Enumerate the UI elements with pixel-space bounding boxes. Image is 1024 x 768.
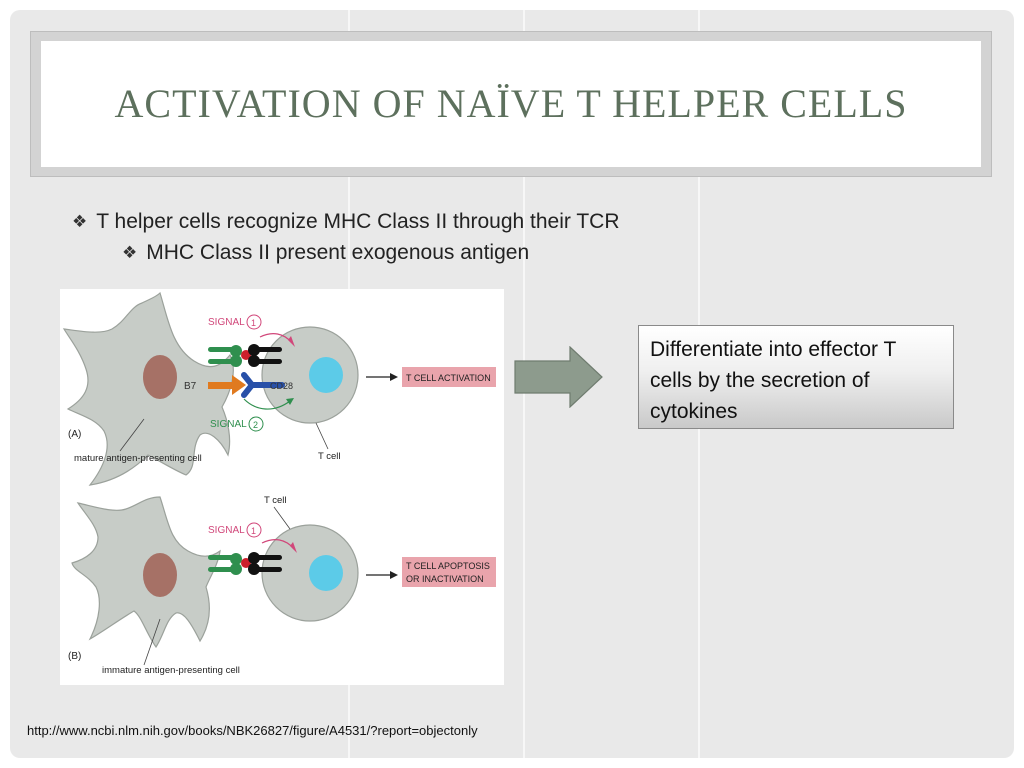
- result-a-arrowhead: [390, 373, 398, 381]
- sub-bullet-text: MHC Class II present exogenous antigen: [146, 241, 530, 264]
- b7-molecule: [208, 382, 232, 389]
- slide: Activation of naïve T helper cells ❖ T h…: [10, 10, 1014, 758]
- cd28-label: CD28: [270, 381, 293, 391]
- apc-b-pointer: [143, 618, 161, 666]
- t-cell-nucleus: [309, 357, 343, 393]
- result-a-text: T CELL ACTIVATION: [406, 373, 491, 383]
- t-cell-b-nucleus: [309, 555, 343, 591]
- signal1-b-circle: [246, 522, 262, 538]
- signal1-arrowhead: [288, 336, 295, 347]
- figure-svg: B7 CD28 SIGNAL 1 SIGNAL 2 T CELL ACTIVAT…: [62, 291, 496, 676]
- diamond-bullet-icon: ❖: [72, 212, 88, 231]
- signal2-curve: [243, 398, 291, 410]
- slide-title: Activation of naïve T helper cells: [114, 81, 908, 126]
- result-b-arrowhead: [390, 571, 398, 579]
- callout-box: Differentiate into effector T cells by t…: [638, 325, 954, 429]
- tcell-activation-figure: B7 CD28 SIGNAL 1 SIGNAL 2 T CELL ACTIVAT…: [60, 289, 504, 685]
- bullet-text: T helper cells recognize MHC Class II th…: [96, 210, 620, 233]
- immature-apc-label: immature antigen-presenting cell: [102, 665, 240, 676]
- signal1-b-label: SIGNAL: [208, 525, 245, 536]
- panel-a-label: (A): [68, 429, 81, 440]
- signal1-circle: [246, 314, 262, 330]
- sub-bullet-item: ❖ MHC Class II present exogenous antigen: [122, 237, 832, 268]
- title-frame: Activation of naïve T helper cells: [30, 31, 992, 177]
- result-b-box: [402, 557, 496, 587]
- signal1-number: 1: [251, 318, 256, 328]
- result-b-line2: OR INACTIVATION: [406, 574, 484, 584]
- right-block-arrow: [514, 345, 604, 409]
- tcell-a-pointer: [315, 422, 329, 450]
- signal2-number: 2: [253, 420, 258, 430]
- signal2-label: SIGNAL: [210, 419, 247, 430]
- bullet-item: ❖ T helper cells recognize MHC Class II …: [72, 206, 832, 237]
- signal1-b-arrowhead: [290, 542, 297, 553]
- callout-text: Differentiate into effector T cells by t…: [650, 338, 896, 423]
- source-url[interactable]: http://www.ncbi.nlm.nih.gov/books/NBK268…: [27, 723, 478, 738]
- mhc-tcr-complex: [208, 344, 282, 367]
- tcell-b-label: T cell: [264, 495, 287, 506]
- signal1-label: SIGNAL: [208, 317, 245, 328]
- apc-a-pointer: [119, 418, 145, 452]
- signal1-b-number: 1: [251, 526, 256, 536]
- right-arrow-icon: [514, 345, 603, 409]
- diamond-bullet-icon: ❖: [122, 243, 138, 262]
- tcell-b-pointer: [273, 506, 291, 530]
- apc-b-nucleus: [143, 553, 177, 597]
- b7-label: B7: [184, 381, 197, 392]
- result-a-box: [402, 367, 496, 387]
- title-box: Activation of naïve T helper cells: [41, 41, 981, 167]
- signal2-circle: [248, 416, 264, 432]
- panel-b-label: (B): [68, 651, 81, 662]
- cd28-receptor: [241, 372, 285, 398]
- bullet-list: ❖ T helper cells recognize MHC Class II …: [72, 206, 832, 268]
- signal2-arrowhead: [286, 398, 294, 405]
- mhc-tcr-complex-b: [208, 552, 282, 575]
- result-b-line1: T CELL APOPTOSIS: [406, 561, 490, 571]
- b7-arrowhead: [232, 375, 246, 395]
- mature-apc-label: mature antigen-presenting cell: [74, 453, 202, 464]
- apc-nucleus: [143, 355, 177, 399]
- tcell-a-label: T cell: [318, 451, 341, 462]
